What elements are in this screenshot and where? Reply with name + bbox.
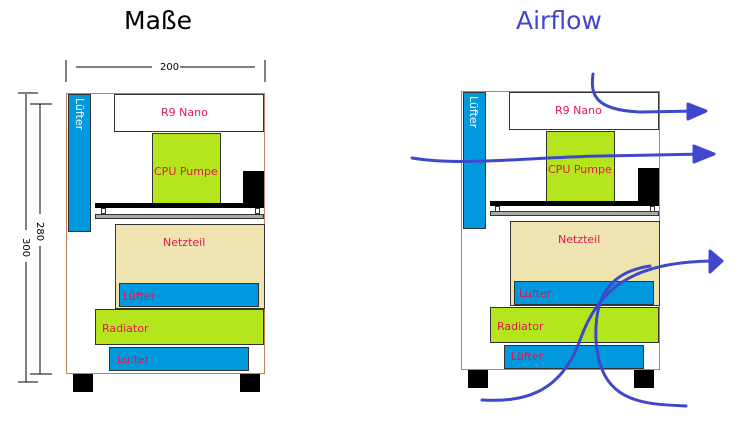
inner-height-label: 280 — [34, 222, 45, 242]
foot-right — [240, 374, 260, 392]
width-dimension-label: 200 — [160, 62, 180, 73]
board-bar — [95, 214, 264, 219]
standoff-right — [255, 208, 260, 214]
title-masse: Maße — [124, 6, 193, 35]
standoff-left-right — [495, 206, 500, 212]
cpu-pump-right — [546, 131, 615, 202]
radiator-label: Radiator — [102, 322, 149, 335]
airflow-arrow-middle — [410, 152, 707, 163]
airflow-arrow-bottom-head — [708, 249, 724, 274]
radiator-right — [490, 307, 659, 343]
side-fan-right-label: Lüfter — [467, 96, 480, 129]
airflow-arrows — [410, 72, 724, 408]
r9-nano — [114, 94, 264, 132]
mid-fan — [119, 283, 259, 307]
mainboard-right — [490, 201, 659, 206]
bottom-fan-label: Lüfter — [117, 353, 150, 366]
ram-block-right — [638, 168, 659, 202]
airflow-arrow-bottom-left — [480, 259, 714, 402]
mid-fan-right — [514, 281, 654, 305]
mid-fan-right-label: Lüfter — [519, 287, 552, 300]
airflow-arrow-bottom-right — [594, 264, 688, 408]
cpu-pump-label: CPU Pumpe — [154, 165, 218, 178]
foot-left-right — [468, 370, 488, 388]
airflow-arrow-top — [590, 72, 702, 114]
psu-label: Netzteil — [163, 236, 206, 249]
outer-height-label: 300 — [20, 238, 31, 258]
board-bar-right — [490, 211, 659, 216]
radiator-right-label: Radiator — [497, 320, 544, 333]
foot-right-right — [634, 370, 654, 388]
standoff-right-right — [650, 206, 655, 212]
airflow-arrow-middle-head — [692, 144, 716, 164]
mid-fan-label: Lüfter — [123, 290, 156, 303]
dimension-lines — [18, 60, 266, 383]
psu-right-label: Netzteil — [558, 233, 601, 246]
r9-nano-label: R9 Nano — [161, 106, 208, 119]
title-airflow: Airflow — [516, 6, 602, 35]
bottom-fan-right-label: Lüfter — [511, 350, 544, 363]
airflow-arrow-top-head — [686, 102, 708, 121]
radiator — [95, 309, 264, 345]
cpu-pump-right-label: CPU Pumpe — [548, 163, 612, 176]
foot-left — [73, 374, 93, 392]
ram-block — [243, 171, 264, 205]
side-fan — [68, 94, 91, 232]
mainboard — [95, 203, 264, 208]
bottom-fan — [109, 347, 249, 371]
r9-nano-right-label: R9 Nano — [555, 104, 602, 117]
standoff-left — [101, 208, 106, 214]
side-fan-label: Lüfter — [73, 98, 86, 131]
